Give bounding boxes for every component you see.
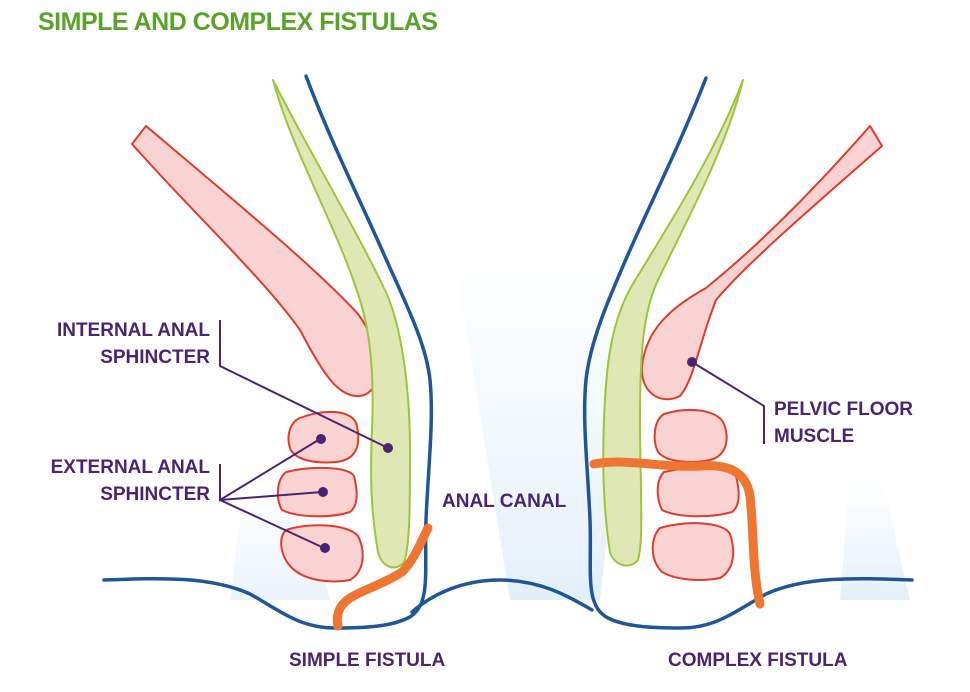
leader-dots bbox=[316, 357, 697, 553]
pelvic-floor-muscle-label-line-1: PELVIC FLOOR bbox=[774, 399, 913, 420]
pelvic-floor-leader bbox=[691, 361, 765, 444]
external-sphincter-leader-middle bbox=[219, 491, 323, 501]
right-external-sphincter-bottom bbox=[651, 522, 735, 581]
right-external-sphincter-middle bbox=[656, 466, 740, 518]
right-external-sphincter-top bbox=[653, 408, 728, 463]
anal-canal-wall bbox=[102, 74, 914, 630]
right-pelvic-floor-muscle bbox=[640, 125, 883, 401]
external-sphincter-dot-middle bbox=[318, 487, 328, 497]
simple-fistula-tract bbox=[332, 523, 433, 631]
external-sphincter-leader-bottom bbox=[219, 499, 325, 549]
left-pelvic-floor-muscle bbox=[131, 125, 379, 398]
pelvic-floor-dot bbox=[687, 357, 697, 367]
left-external-sphincter-bottom bbox=[280, 524, 364, 583]
leader-lines bbox=[219, 320, 765, 549]
internal-sphincter-dot bbox=[383, 443, 393, 453]
pelvic-floor-muscle-label-line-2: MUSCLE bbox=[774, 426, 855, 447]
internal-anal-sphincter-label-line-1: INTERNAL ANAL bbox=[56, 320, 210, 341]
external-sphincter-dot-top bbox=[316, 434, 326, 444]
complex-fistula-caption: COMPLEX FISTULA bbox=[668, 650, 848, 671]
internal-anal-sphincter-label-line-2: SPHINCTER bbox=[100, 347, 210, 368]
skin-line-middle bbox=[410, 578, 594, 614]
external-anal-sphincter-label-line-1: EXTERNAL ANAL bbox=[50, 457, 210, 478]
external-anal-sphincter-label-line-2: SPHINCTER bbox=[100, 484, 210, 505]
left-internal-sphincter bbox=[272, 79, 411, 569]
simple-fistula-caption: SIMPLE FISTULA bbox=[289, 650, 446, 671]
page-title: SIMPLE AND COMPLEX FISTULAS bbox=[38, 8, 438, 36]
complex-fistula-tract bbox=[589, 457, 765, 609]
external-anal-sphincter-label: EXTERNAL ANAL SPHINCTER bbox=[28, 454, 210, 508]
right-internal-sphincter bbox=[602, 79, 744, 567]
pelvic-floor-muscle-label: PELVIC FLOOR MUSCLE bbox=[774, 396, 913, 450]
internal-anal-sphincter-label: INTERNAL ANAL SPHINCTER bbox=[28, 317, 210, 371]
anal-canal-label: ANAL CANAL bbox=[442, 491, 567, 512]
external-sphincter-dot-bottom bbox=[320, 543, 330, 553]
internal-sphincter-leader bbox=[219, 320, 389, 449]
